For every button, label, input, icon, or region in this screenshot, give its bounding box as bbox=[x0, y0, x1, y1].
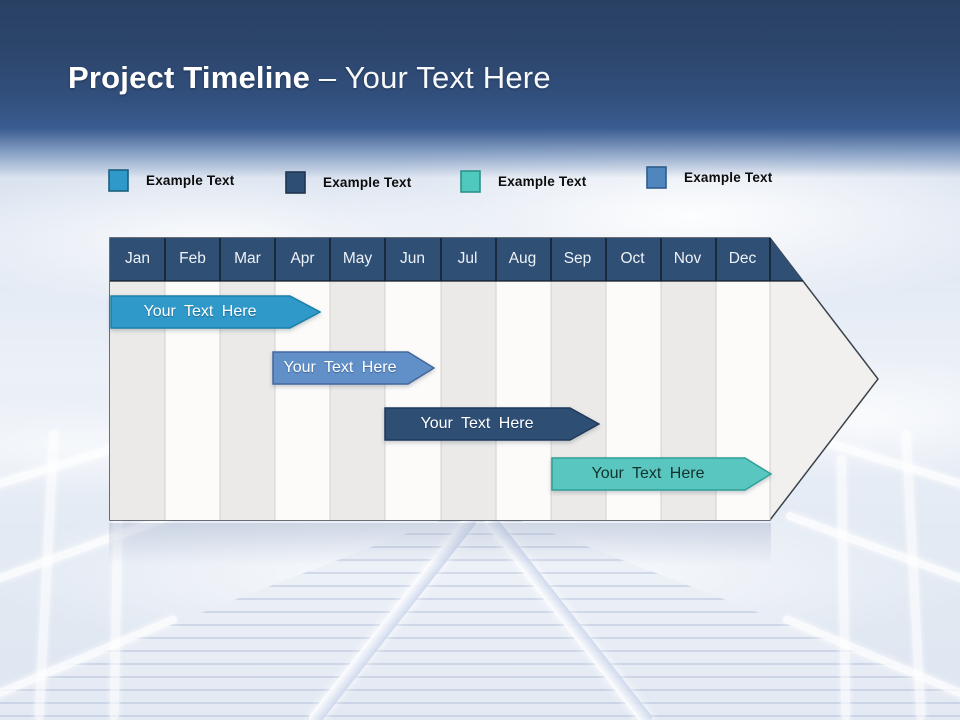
month-cell: Mar bbox=[234, 250, 261, 267]
task-bar-arrow bbox=[272, 351, 435, 385]
header-cell-borders bbox=[110, 238, 803, 282]
legend-item: Example Text bbox=[646, 166, 772, 189]
legend-swatch-icon bbox=[285, 171, 306, 194]
task-bar-2[interactable]: Your Text Here bbox=[272, 351, 435, 385]
month-cell: Jul bbox=[457, 250, 478, 267]
header-band bbox=[0, 0, 960, 178]
month-cell: Apr bbox=[290, 250, 315, 267]
slide-title-main: Project Timeline bbox=[68, 60, 311, 95]
task-bar-label[interactable]: Your Text Here bbox=[143, 303, 257, 320]
task-bar-1[interactable]: Your Text Here bbox=[110, 295, 321, 329]
slide-title-sub: – Your Text Here bbox=[310, 60, 551, 95]
legend-label[interactable]: Example Text bbox=[498, 174, 587, 189]
legend-item: Example Text bbox=[460, 170, 586, 193]
task-bar-label[interactable]: Your Text Here bbox=[420, 415, 534, 432]
task-bar-arrow bbox=[110, 295, 321, 329]
month-cell: Dec bbox=[728, 250, 757, 267]
month-cell: Aug bbox=[508, 250, 537, 267]
legend-swatch-icon bbox=[460, 170, 481, 193]
task-bar-3[interactable]: Your Text Here bbox=[384, 407, 600, 441]
task-bar-label[interactable]: Your Text Here bbox=[283, 359, 397, 376]
month-header-band bbox=[110, 238, 803, 281]
task-bar-arrow bbox=[551, 457, 772, 491]
month-cell: Oct bbox=[620, 250, 645, 267]
legend-label[interactable]: Example Text bbox=[323, 175, 412, 190]
legend-item: Example Text bbox=[108, 169, 234, 192]
chart-reflection bbox=[109, 523, 771, 565]
month-cell: Jan bbox=[125, 250, 150, 267]
task-bar-arrow bbox=[384, 407, 600, 441]
legend-swatch-icon bbox=[108, 169, 129, 192]
legend-label[interactable]: Example Text bbox=[146, 173, 235, 188]
month-cell: Sep bbox=[563, 250, 592, 267]
month-cell: Jun bbox=[400, 250, 425, 267]
task-bar-label[interactable]: Your Text Here bbox=[591, 465, 705, 482]
month-header-row: Jan Feb Mar Apr May Jun Jul Aug Sep Oct … bbox=[110, 238, 770, 280]
task-bar-4[interactable]: Your Text Here bbox=[551, 457, 772, 491]
month-cell: Nov bbox=[673, 250, 702, 267]
legend-item: Example Text bbox=[285, 171, 411, 194]
legend-swatch-icon bbox=[646, 166, 667, 189]
slide-title: Project Timeline – Your Text Here bbox=[68, 60, 551, 96]
legend-label[interactable]: Example Text bbox=[684, 170, 773, 185]
month-cell: May bbox=[342, 250, 373, 267]
month-cell: Feb bbox=[179, 250, 206, 267]
